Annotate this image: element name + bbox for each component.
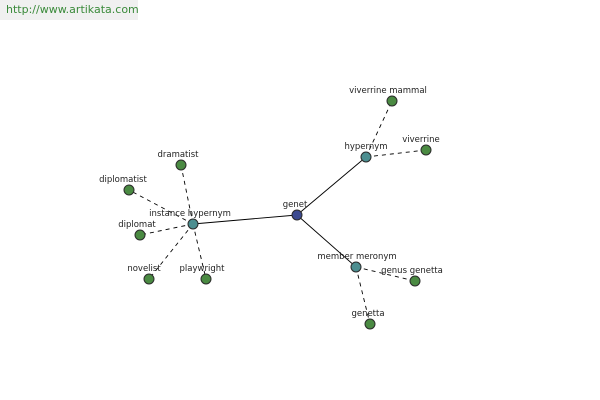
edge-genet-to-member-meronym — [296, 214, 357, 268]
node-viverrine[interactable] — [420, 144, 432, 156]
edge-instance-hypernym-to-novelist — [148, 223, 194, 280]
label-novelist: novelist — [127, 264, 161, 274]
label-diplomat: diplomat — [118, 220, 156, 230]
node-genus-genetta[interactable] — [409, 275, 421, 287]
node-diplomatist[interactable] — [123, 184, 135, 196]
edge-hypernym-to-viverrine-mammal — [365, 100, 393, 158]
graph-nodes — [123, 95, 432, 330]
edge-genet-to-hypernym — [296, 156, 367, 216]
label-viverrine: viverrine — [402, 135, 439, 145]
node-playwright[interactable] — [200, 273, 212, 285]
edge-instance-hypernym-to-dramatist — [180, 164, 194, 225]
edge-instance-hypernym-to-playwright — [192, 223, 207, 280]
label-genus-genetta: genus genetta — [381, 266, 443, 276]
node-dramatist[interactable] — [175, 159, 187, 171]
label-genetta: genetta — [351, 309, 384, 319]
node-instance-hypernym[interactable] — [187, 218, 199, 230]
label-diplomatist: diplomatist — [99, 175, 147, 185]
node-hypernym[interactable] — [360, 151, 372, 163]
node-genet[interactable] — [291, 209, 303, 221]
artikata-url-link[interactable]: http://www.artikata.com — [0, 0, 139, 20]
node-diplomat[interactable] — [134, 229, 146, 241]
label-member-meronym: member meronym — [317, 252, 396, 262]
edge-instance-hypernym-to-diplomat — [139, 223, 194, 236]
label-viverrine-mammal: viverrine mammal — [349, 86, 427, 96]
label-playwright: playwright — [180, 264, 226, 274]
node-novelist[interactable] — [143, 273, 155, 285]
edge-member-meronym-to-genus-genetta — [355, 266, 416, 282]
label-hypernym: hypernym — [344, 142, 387, 152]
edge-member-meronym-to-genetta — [355, 266, 371, 325]
label-genet: genet — [283, 200, 308, 210]
edge-hypernym-to-viverrine — [365, 149, 427, 158]
label-dramatist: dramatist — [157, 150, 199, 160]
node-member-meronym[interactable] — [350, 261, 362, 273]
edge-genet-to-instance-hypernym — [192, 214, 298, 225]
graph-labels: genet instance hypernym hypernym member mer… — [99, 86, 443, 319]
label-instance-hypernym: instance hypernym — [149, 209, 231, 219]
node-genetta[interactable] — [364, 318, 376, 330]
node-viverrine-mammal[interactable] — [386, 95, 398, 107]
graph-edges — [128, 100, 427, 325]
